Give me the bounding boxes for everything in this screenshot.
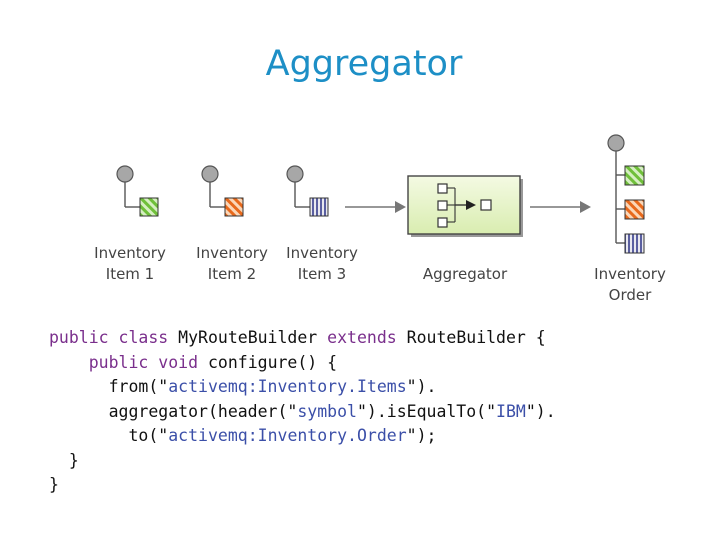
inventory-item-3-message-icon (286, 165, 329, 217)
code-string: IBM (496, 401, 526, 421)
code-text: to(" (128, 426, 169, 445)
code-line-1: public class MyRouteBuilder extends Rout… (49, 328, 546, 347)
code-keyword: public class (49, 328, 169, 347)
code-line-4: aggregator(header("symbol").isEqualTo("I… (49, 402, 556, 421)
output-arrow (530, 201, 591, 213)
code-text: } (49, 475, 59, 494)
inventory-order-label-line1: Inventory (594, 265, 666, 283)
code-string: activemq:Inventory.Items (168, 377, 407, 396)
code-text: ").isEqualTo(" (356, 401, 497, 421)
inventory-order-message-icon (607, 134, 645, 254)
code-line-5: to("activemq:Inventory.Order"); (49, 426, 436, 445)
inventory-order-label-line2: Order (608, 286, 652, 304)
code-text: RouteBuilder { (396, 328, 546, 347)
inventory-item-2-message-icon (201, 165, 244, 217)
code-text: "); (406, 426, 437, 445)
code-text: from(" (108, 377, 169, 396)
code-text: "). (406, 377, 437, 396)
code-text: "). (525, 401, 556, 421)
code-line-6: } (49, 451, 79, 470)
code-keyword: extends (327, 328, 397, 347)
code-string: symbol (297, 401, 357, 421)
inventory-item-1-label-line2: Item 1 (105, 265, 155, 283)
code-string: activemq:Inventory.Order (168, 426, 407, 445)
inventory-item-1-message-icon (116, 165, 159, 217)
code-line-7: } (49, 475, 59, 494)
aggregator-label: Aggregator (422, 265, 508, 283)
code-listing: public class MyRouteBuilder extends Rout… (49, 326, 556, 498)
inventory-item-3-label-line1: Inventory (286, 244, 358, 262)
inventory-item-3-label-line2: Item 3 (297, 265, 347, 283)
aggregator-diagram (116, 134, 645, 254)
inventory-item-2-label-line1: Inventory (196, 244, 268, 262)
input-arrow (345, 201, 406, 213)
inventory-item-1-label: Inventory Item 1 (75, 243, 185, 285)
code-text: MyRouteBuilder (168, 328, 328, 347)
code-text: } (68, 450, 79, 470)
code-line-3: from("activemq:Inventory.Items"). (49, 377, 437, 396)
inventory-item-2-label: Inventory Item 2 (177, 243, 287, 285)
code-text: aggregator(header(" (108, 401, 298, 421)
inventory-item-3-label: Inventory Item 3 (267, 243, 377, 285)
inventory-item-1-label-line1: Inventory (94, 244, 166, 262)
aggregator-box-icon (407, 175, 523, 237)
inventory-order-label: Inventory Order (575, 264, 685, 306)
code-line-2: public void configure() { (49, 353, 337, 372)
inventory-item-2-label-line2: Item 2 (207, 265, 257, 283)
code-keyword: public void (88, 352, 199, 372)
code-text: configure() { (198, 352, 338, 372)
slide-title: Aggregator (265, 44, 463, 84)
